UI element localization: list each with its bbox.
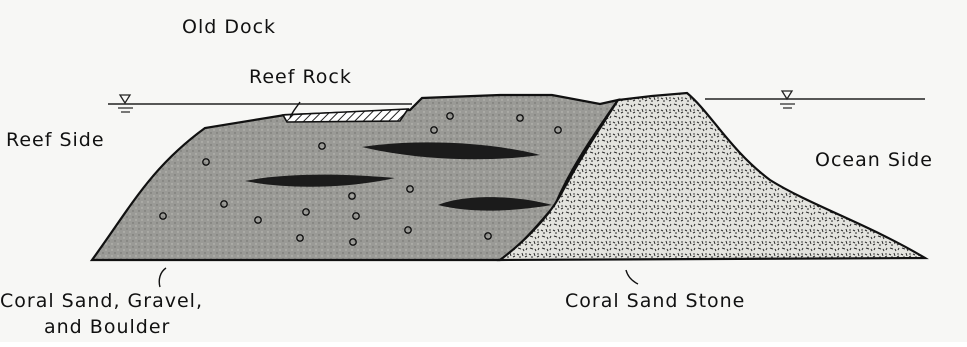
label-coral-sand-line1: Coral Sand, Gravel, [0,290,203,312]
label-reef-side: Reef Side [6,129,105,151]
label-coral-sand-stone: Coral Sand Stone [565,290,745,312]
label-coral-sand-line2: and Boulder [44,316,170,338]
sand-stone-leader [626,270,638,284]
coral-sand-leader [159,268,166,287]
label-ocean-side: Ocean Side [815,149,933,171]
label-reef-rock: Reef Rock [249,66,352,88]
reef-rock-layer [283,109,408,122]
title-old-dock: Old Dock [182,16,276,38]
